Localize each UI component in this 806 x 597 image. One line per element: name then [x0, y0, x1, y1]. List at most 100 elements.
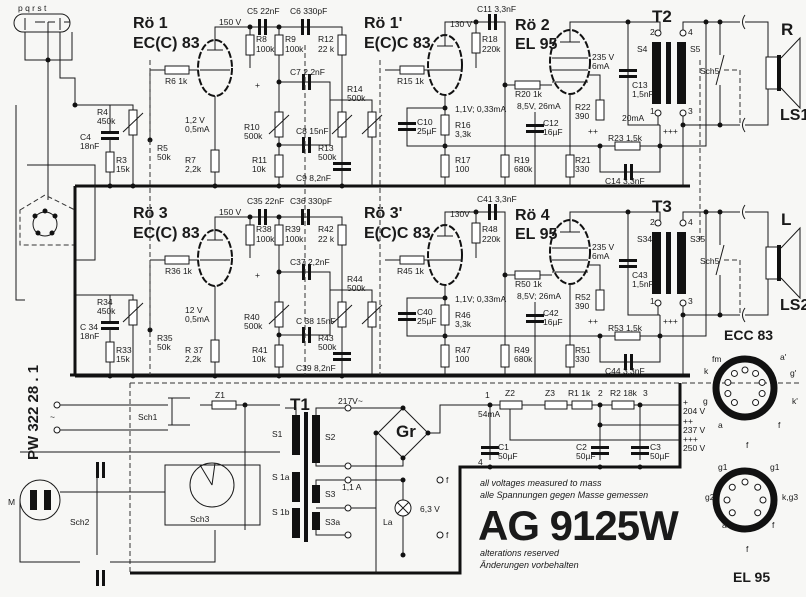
label-r11: R11: [252, 155, 267, 165]
capacitor-sch2: [96, 570, 99, 586]
tube-electrodes: [430, 45, 462, 71]
transformer-s3: [312, 485, 320, 503]
junction-dot: [487, 464, 493, 470]
label-r16: R46: [455, 310, 471, 320]
capacitor-c5: [264, 209, 267, 225]
resistor-r8: [245, 224, 255, 246]
label-op1b: 0,5mA: [185, 124, 210, 134]
socket-pin: [759, 496, 767, 504]
label-side_label: PW 322 28 . 1: [25, 365, 42, 460]
capacitor-c4: [101, 327, 119, 330]
label-r3v: 15k: [116, 164, 130, 174]
potentiometer-wiper: [122, 112, 144, 133]
label-v130: 130 V: [450, 19, 473, 29]
junction-dot: [373, 430, 379, 436]
label-r14: R14: [347, 84, 363, 94]
label-r21: R21: [575, 155, 591, 165]
junction-dot: [72, 102, 78, 108]
resistor-r17: [440, 344, 450, 368]
label-r14: R44: [347, 274, 363, 284]
filament-terminal: [436, 531, 444, 539]
capacitor-c12: [526, 320, 544, 323]
junction-dot: [597, 464, 603, 470]
label-c11: C11 3,3nF: [477, 4, 516, 14]
fuse-z2: [499, 400, 523, 410]
junction-dot: [703, 19, 709, 25]
label-v204: 204 V: [683, 406, 706, 416]
label-sch1: Sch1: [138, 412, 158, 422]
capacitor-c8: [302, 327, 305, 343]
label-n1: 1: [485, 390, 490, 400]
label-c4v: 18nF: [80, 141, 99, 151]
label-pin3: 3: [688, 296, 693, 306]
label-sch5: Sch5: [700, 66, 720, 76]
selector-wiring: [164, 464, 261, 526]
capacitor-c1: [481, 452, 499, 455]
capacitor-c12: [526, 314, 544, 317]
junction-dot: [597, 143, 603, 149]
capacitor-c14: [624, 354, 627, 370]
wire: [330, 99, 373, 186]
label-r16v: 3,3k: [455, 319, 472, 329]
label-r9v: 100k: [285, 234, 304, 244]
label-z1: Z1: [215, 390, 225, 400]
label-r17: R47: [455, 345, 471, 355]
label-ro2: Rö 2: [515, 17, 550, 34]
label-r4: R34: [97, 297, 113, 307]
label-r17: R17: [455, 155, 471, 165]
wire: [330, 289, 373, 376]
speaker-coil: [777, 55, 781, 91]
socket-pin: [758, 390, 766, 398]
junction-dot: [597, 422, 603, 428]
label-op4: 235 V: [592, 242, 615, 252]
capacitor-c13: [619, 259, 637, 262]
label-r7v: 2,2k: [185, 354, 202, 364]
potentiometer-wiper: [122, 302, 144, 323]
label-r15: R15 1k: [397, 76, 425, 86]
label-op4b: 6mA: [592, 251, 610, 261]
label-op3: 8,5V; 26mA: [517, 291, 561, 301]
label-pp: ++: [588, 316, 598, 326]
socket-pin: [730, 369, 738, 377]
junction-dot: [212, 183, 218, 189]
label-m: M: [8, 497, 15, 507]
label-r8v: 100k: [256, 44, 275, 54]
resistor-r23: [614, 331, 641, 341]
capacitor-c5: [258, 19, 261, 35]
tube-electrodes: [200, 239, 230, 261]
label-c6: C6 330pF: [290, 6, 327, 16]
label-c3v: 50µF: [650, 451, 670, 461]
label-n4: 4: [478, 457, 483, 467]
capacitor-c7: [302, 74, 305, 90]
socket-pin: [754, 509, 762, 517]
capacitor-c13: [619, 69, 637, 72]
anode-wire: [569, 21, 661, 42]
socket-pin: [741, 366, 749, 374]
label-8: f: [778, 420, 781, 430]
label-sch5: Sch5: [700, 256, 720, 266]
label-r16: R16: [455, 120, 471, 130]
capacitor-c11: [494, 204, 497, 220]
socket-pin: [724, 378, 732, 386]
label-r23: R23 1,5k: [608, 133, 643, 143]
label-c9: C39 8,2nF: [296, 363, 336, 373]
resistor-r3: [105, 341, 115, 363]
label-op4: 235 V: [592, 52, 615, 62]
capacitor-c3: [631, 452, 649, 455]
label-ma54: 54mA: [478, 409, 501, 419]
label-r9: R39: [285, 224, 301, 234]
label-a11: 1,1 A: [342, 482, 362, 492]
label-c6: C36 330pF: [290, 196, 332, 206]
resistor-r3: [105, 151, 115, 173]
label-r7: R7: [185, 155, 196, 165]
transformer-s3a: [312, 512, 320, 530]
label-pin4: 4: [688, 27, 693, 37]
transformer-pin: [654, 219, 662, 227]
label-c10: C10: [417, 117, 433, 127]
junction-dot: [147, 327, 153, 333]
resistor-r7: [210, 339, 220, 363]
capacitor-c6: [307, 209, 310, 225]
capacitor-c3: [631, 446, 649, 449]
fuse-z3: [544, 400, 568, 410]
